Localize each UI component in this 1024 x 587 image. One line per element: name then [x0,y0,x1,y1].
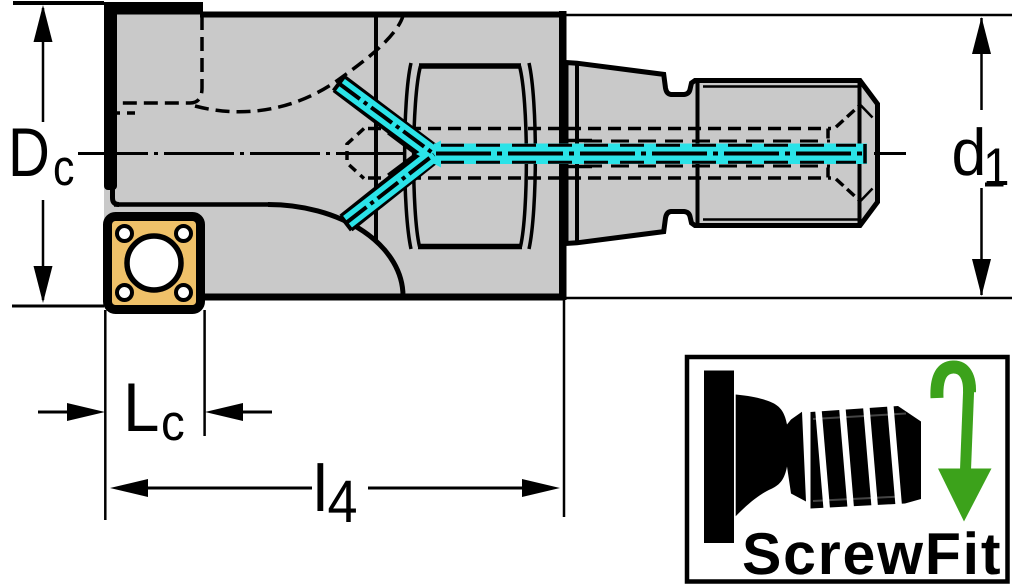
svg-text:1: 1 [983,138,1010,197]
svg-text:c: c [53,139,74,196]
svg-text:4: 4 [328,468,358,535]
svg-text:l: l [313,451,328,525]
svg-text:d: d [952,115,987,189]
svg-text:D: D [8,114,50,191]
svg-text:c: c [161,394,185,451]
svg-text:L: L [123,369,159,446]
svg-text:ScrewFit: ScrewFit [742,521,1002,587]
